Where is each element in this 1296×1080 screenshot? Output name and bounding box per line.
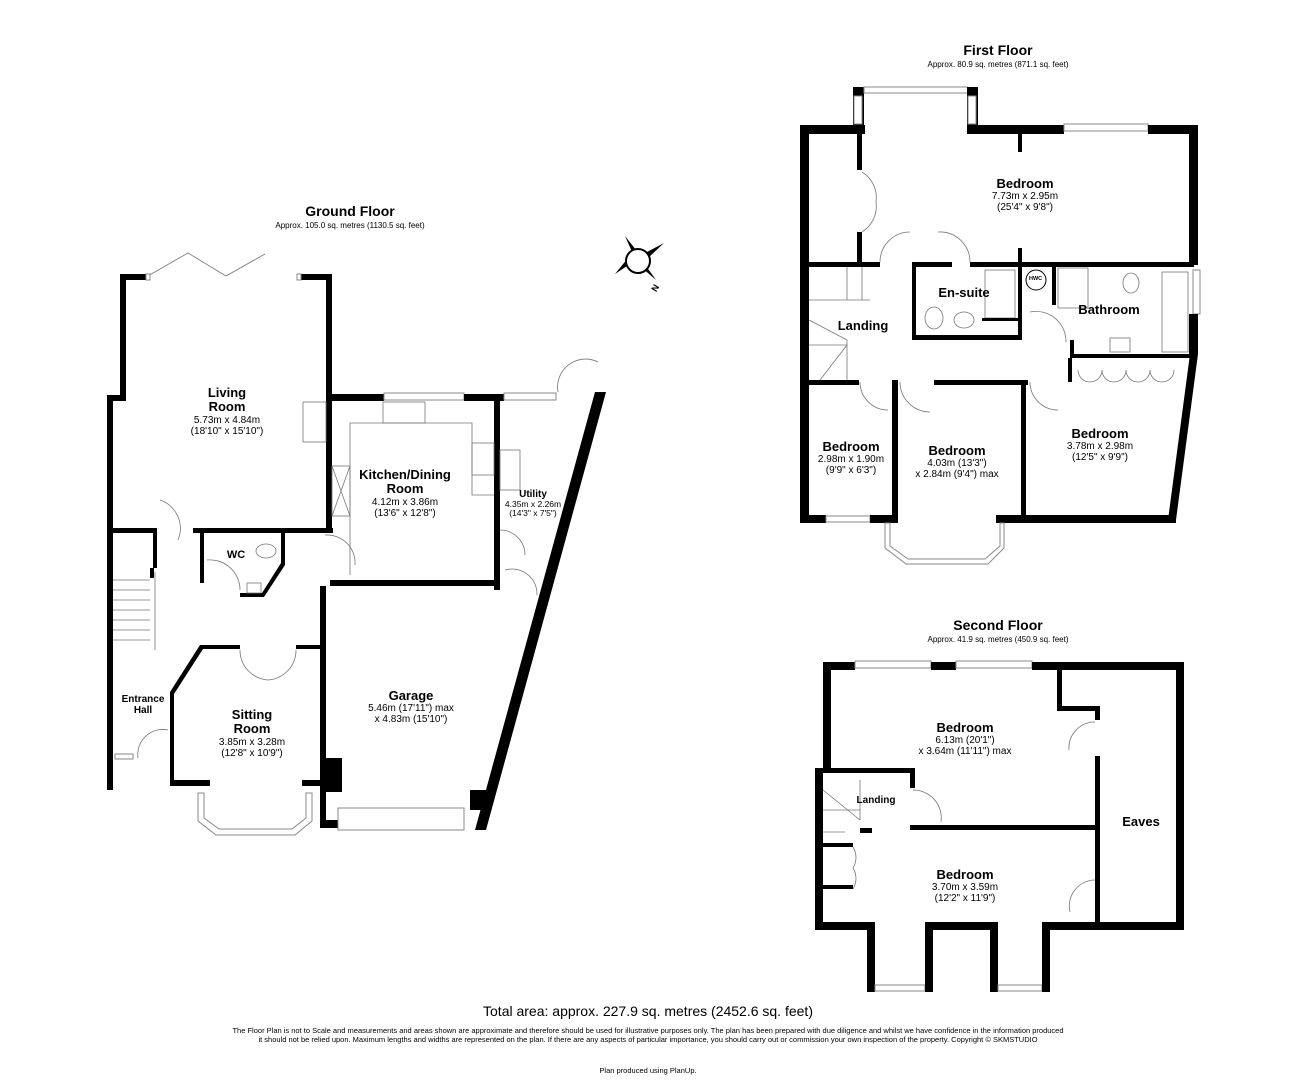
room-dimensions-metric: 5.46m (17'11") max <box>368 703 454 715</box>
room-en-suite: En-suite <box>938 285 990 300</box>
room-name: Bedroom <box>822 439 880 454</box>
room-name: Room <box>208 399 246 415</box>
room-dimensions-imperial: (12'2" x 11'9") <box>934 893 996 905</box>
room-name: Landing <box>856 795 896 806</box>
room-name: Bathroom <box>1078 302 1140 317</box>
second-floor-area: Approx. 41.9 sq. metres (450.9 sq. feet) <box>927 635 1069 644</box>
room-name: Sitting <box>231 707 273 722</box>
room-name: Bedroom <box>936 867 994 882</box>
first-floor-walls <box>800 86 1201 565</box>
compass-icon <box>615 236 664 280</box>
first-floor-area: Approx. 80.9 sq. metres (871.1 sq. feet) <box>927 60 1069 69</box>
room-name: Room <box>233 721 271 737</box>
room-dimensions-metric: 7.73m x 2.95m <box>991 191 1059 203</box>
total-area: Total area: approx. 227.9 sq. metres (24… <box>483 1003 813 1019</box>
second-floor-title: Second Floor <box>953 617 1043 633</box>
room-name: Entrance <box>121 694 165 705</box>
room-dimensions-metric: 3.85m x 3.28m <box>218 736 286 748</box>
room-dimensions-metric: 3.78m x 2.98m <box>1066 441 1134 453</box>
room-bathroom: Bathroom <box>1078 302 1140 317</box>
room-name: Bedroom <box>936 720 994 735</box>
room-dimensions-metric: 3.70m x 3.59m <box>931 882 999 894</box>
room-dimensions-imperial: x 3.64m (11'11") max <box>918 746 1012 758</box>
room-dimensions-imperial: x 2.84m (9'4") max <box>915 469 999 481</box>
room-name: Garage <box>388 688 434 703</box>
room-dimensions-metric: 2.98m x 1.90m <box>817 454 885 466</box>
producer-credit: Plan produced using PlanUp. <box>599 1066 697 1075</box>
room-dimensions-metric: 5.73m x 4.84m <box>193 414 261 426</box>
room-eaves: Eaves <box>1122 814 1160 829</box>
room-dimensions-imperial: (12'5" x 9'9") <box>1072 452 1128 464</box>
room-name: Utility <box>519 489 547 500</box>
ground-floor-walls <box>107 252 606 836</box>
room-name: En-suite <box>938 285 990 300</box>
room-first-bedroom-right: Bedroom 3.78m x 2.98m (12'5" x 9'9") <box>1066 426 1134 464</box>
room-entrance-hall: Entrance Hall <box>122 694 165 716</box>
room-second-landing: Landing <box>857 795 896 806</box>
room-name: Eaves <box>1122 814 1160 829</box>
room-dimensions-imperial: (12'8" x 10'9") <box>221 747 283 759</box>
room-dimensions-metric: 4.35m x 2.26m <box>504 499 562 509</box>
room-first-landing: Landing <box>837 318 889 333</box>
room-garage: Garage 5.46m (17'11") max x 4.83m (15'10… <box>368 688 454 726</box>
room-dimensions-imperial: (13'6" x 12'8") <box>374 507 436 519</box>
room-sitting-room: Sitting Room 3.85m x 3.28m (12'8" x 10'9… <box>218 707 286 759</box>
room-second-bedroom-bottom: Bedroom 3.70m x 3.59m (12'2" x 11'9") <box>931 867 999 905</box>
room-name: Kitchen/Dining <box>359 467 451 482</box>
room-dimensions-imperial: (18'10" x 15'10") <box>190 425 264 437</box>
ground-floor-area: Approx. 105.0 sq. metres (1130.5 sq. fee… <box>275 221 425 230</box>
room-kitchen-dining: Kitchen/Dining Room 4.12m x 3.86m (13'6"… <box>359 467 451 519</box>
room-name: WC <box>226 549 246 561</box>
room-name: Landing <box>837 318 889 333</box>
room-dimensions-imperial: (14'3" x 7'5") <box>509 508 557 519</box>
room-utility: Utility 4.35m x 2.26m (14'3" x 7'5") <box>505 489 561 519</box>
hwc-label: HWC <box>1029 276 1043 282</box>
second-floor-walls <box>815 660 1184 992</box>
room-first-bedroom-bay: Bedroom 4.03m (13'3") x 2.84m (9'4") max <box>915 443 999 481</box>
room-name: Hall <box>133 705 153 716</box>
room-dimensions-imperial: (25'4" x 9'8") <box>997 202 1053 214</box>
room-name: Room <box>386 481 424 497</box>
room-dimensions-metric: 4.03m (13'3") <box>927 458 987 470</box>
room-first-bedroom-small: Bedroom 2.98m x 1.90m (9'9" x 6'3") <box>817 439 885 477</box>
room-dimensions-metric: 6.13m (20'1") <box>935 735 995 747</box>
room-second-bedroom-top: Bedroom 6.13m (20'1") x 3.64m (11'11") m… <box>918 720 1012 758</box>
room-dimensions-imperial: x 4.83m (15'10") <box>374 714 448 726</box>
room-name: Bedroom <box>928 443 986 458</box>
room-living-room: Living Room 5.73m x 4.84m (18'10" x 15'1… <box>190 385 264 437</box>
ground-floor-title: Ground Floor <box>305 203 395 219</box>
room-name: Bedroom <box>1071 426 1129 441</box>
disclaimer-text: The Floor Plan is not to Scale and measu… <box>232 1026 1064 1044</box>
room-dimensions-imperial: (9'9" x 6'3") <box>825 465 877 477</box>
first-floor-title: First Floor <box>963 42 1033 58</box>
room-wc: WC <box>227 549 245 561</box>
room-first-bedroom-main: Bedroom 7.73m x 2.95m (25'4" x 9'8") <box>991 176 1059 214</box>
room-name: Living <box>207 385 247 400</box>
room-name: Bedroom <box>996 176 1054 191</box>
room-dimensions-metric: 4.12m x 3.86m <box>371 496 439 508</box>
